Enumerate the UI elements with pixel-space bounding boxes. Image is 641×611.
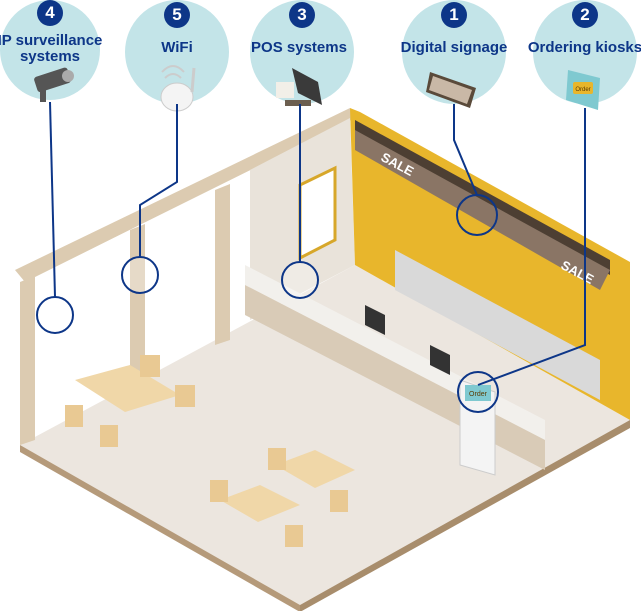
label-wifi: WiFi [161,39,193,56]
digital-signage-icon [426,72,476,108]
bubble-kiosk [533,0,637,104]
left-wall-top [15,108,355,282]
label-signage: Digital signage [400,39,508,56]
tables [75,365,355,522]
kiosk-screen-text: Order [469,391,488,398]
badge-4: 4 [37,0,63,26]
label-pos: POS systems [251,39,347,56]
connector-lines [36,101,586,413]
chairs [65,355,348,547]
pillar [20,276,35,445]
bubble-pos [250,0,354,104]
kiosk-icon: Order [566,70,600,110]
bubble-signage [402,0,506,104]
pos-terminal-icon [276,68,322,106]
badge-1: 1 [441,2,467,28]
camera-icon [34,67,74,102]
bubble-wifi [125,0,229,104]
pos-terminal [365,305,450,375]
menu-board [355,130,610,290]
floor [20,265,630,605]
badge-3: 3 [289,2,315,28]
wifi-access-point-icon [160,65,196,112]
label-surveillance-line1: IP surveillance [0,32,103,49]
label-kiosk: Ordering kiosks [527,39,641,56]
badge-5: 5 [164,2,190,28]
kiosk-icon-text: Order [575,87,590,93]
bubble-surveillance [0,0,100,100]
label-surveillance-line2: systems [19,48,81,65]
kitchen-equipment [395,250,600,400]
badge-2: 2 [572,2,598,28]
